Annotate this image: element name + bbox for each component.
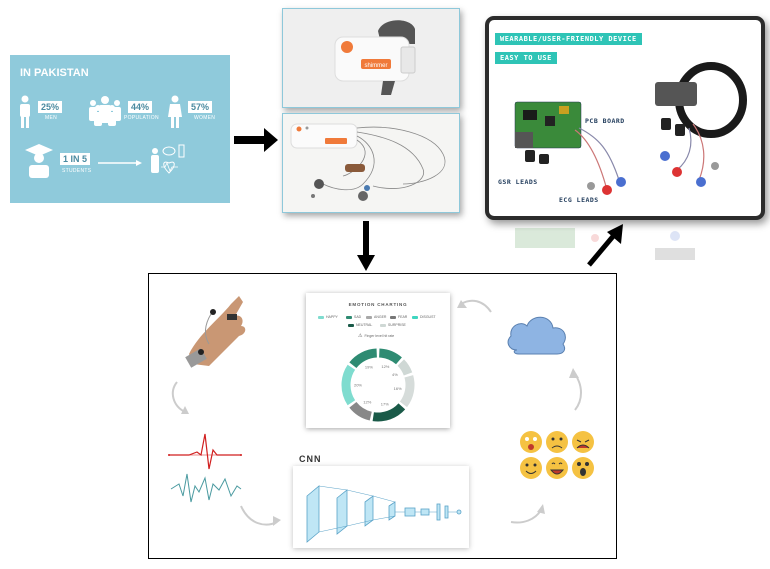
- emotion-chart-card: EMOTION CHARTING HAPPY SAD ANGER FEAR DI…: [306, 293, 450, 428]
- man-icon: [20, 95, 30, 128]
- cnn-layers-illustration: [306, 485, 462, 543]
- legend-disgust: DISGUST: [412, 315, 436, 319]
- stat-men-caption: MEN: [45, 115, 58, 121]
- reflection-shapes: [515, 228, 695, 260]
- pipeline-illustrations: [168, 296, 594, 526]
- donut-segment: [349, 401, 373, 421]
- donut-segment-label: 12%: [363, 399, 371, 404]
- stat-women-caption: WOMEN: [194, 115, 216, 121]
- health-icons: [151, 144, 185, 174]
- legend-swatch: [348, 323, 354, 327]
- stat-population-value: 44%: [128, 101, 153, 113]
- gsr-leads-label: GSR LEADS: [498, 178, 538, 186]
- legend-swatch: [412, 315, 418, 319]
- wearable-device-panel: WEARABLE/USER-FRIENDLY DEVICE EASY TO US…: [485, 16, 765, 220]
- donut-segment: [372, 403, 406, 422]
- shimmer-logo-text: shimmer: [364, 63, 387, 69]
- donut-segment-label: 19%: [365, 365, 373, 370]
- legend-surprise: SURPRISE: [380, 323, 406, 327]
- legend-swatch: [346, 315, 352, 319]
- legend-fear: FEAR: [390, 315, 407, 319]
- donut-segment: [378, 348, 402, 365]
- arrow-right-icon: [98, 160, 142, 166]
- legend-swatch: [390, 315, 396, 319]
- donut-segment: [349, 348, 378, 369]
- arrow-up-right-icon: [587, 224, 623, 267]
- shimmer-leads-illustration: [283, 114, 459, 212]
- donut-segment-label: 16%: [394, 386, 402, 391]
- hand-sensor-illustration: [185, 296, 246, 368]
- stat-women-value: 57%: [188, 101, 213, 113]
- legend-swatch: [366, 315, 372, 319]
- legend-neutral: NEUTRAL: [348, 323, 372, 327]
- donut-segment-label: 4%: [392, 372, 398, 377]
- system-pipeline-diagram: EMOTION CHARTING HAPPY SAD ANGER FEAR DI…: [148, 273, 617, 559]
- graduate-icon: [25, 144, 53, 178]
- infographic-title: IN PAKISTAN: [20, 67, 89, 79]
- ecg-leads-label: ECG LEADS: [559, 196, 599, 204]
- donut-segment-label: 12%: [381, 364, 389, 369]
- donut-segment: [341, 364, 356, 406]
- legend-anger: ANGER: [366, 315, 386, 319]
- shimmer-leads-photo: [282, 113, 460, 213]
- device-illustration: [514, 62, 747, 195]
- legend-happy: HAPPY: [318, 315, 338, 319]
- legend-swatch: [318, 315, 324, 319]
- stat-students-value: 1 IN 5: [60, 153, 91, 165]
- stat-population-caption: POPULATION: [124, 115, 159, 121]
- arrow-down-icon: [357, 221, 375, 271]
- woman-icon: [168, 95, 182, 128]
- warning-icon: ⚠: [358, 333, 363, 339]
- donut-segment: [399, 375, 415, 408]
- shimmer-device-photo: shimmer: [282, 8, 460, 108]
- donut-segment: [397, 359, 413, 376]
- pcb-board-label: PCB BOARD: [585, 117, 625, 125]
- emotion-chart-title: EMOTION CHARTING: [348, 302, 408, 307]
- cnn-label: CNN: [299, 454, 322, 464]
- stat-students-caption: STUDENTS: [62, 168, 92, 174]
- emoji-grid: [520, 431, 594, 479]
- chart-note: ⚠Finger level hit rate: [358, 333, 395, 339]
- population-icon: [89, 96, 121, 126]
- legend-sad: SAD: [346, 315, 361, 319]
- donut-segment-label: 17%: [381, 401, 389, 406]
- stat-men-value: 25%: [38, 101, 63, 113]
- cnn-architecture: [293, 466, 469, 548]
- legend-swatch: [380, 323, 386, 327]
- donut-segment-label: 20%: [354, 383, 362, 388]
- pakistan-infographic: IN PAKISTAN 25% MEN 44% POPULATION 57% W…: [10, 55, 230, 203]
- device-reflection: [485, 218, 765, 268]
- arrow-right-icon: [234, 128, 278, 152]
- emotion-donut-chart: 12%4%16%17%12%20%19%: [341, 348, 415, 422]
- device-subtitle: EASY TO USE: [495, 52, 557, 64]
- device-title: WEARABLE/USER-FRIENDLY DEVICE: [495, 33, 642, 45]
- shimmer-device-illustration: shimmer: [283, 9, 459, 107]
